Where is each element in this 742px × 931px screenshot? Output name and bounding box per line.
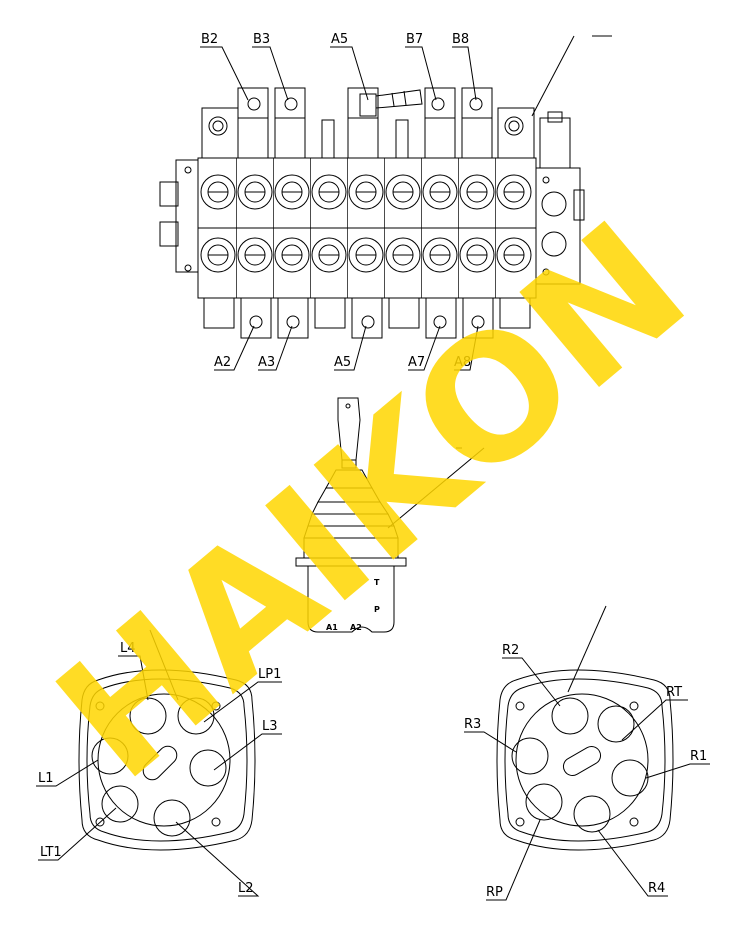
spool-outer xyxy=(422,237,458,273)
valve-bank: B2 B3 A5 B7 B8 A2 A3 A5 A7 A8 xyxy=(159,32,612,371)
port-a2-label: A2 xyxy=(350,623,362,632)
spool-outer xyxy=(385,237,421,273)
valve-top-label: A5 xyxy=(331,32,348,47)
watermark-text: HAIKON xyxy=(22,185,722,817)
port-p-label: P xyxy=(374,605,380,614)
spool-outer xyxy=(348,174,384,210)
spool-outer xyxy=(200,237,236,273)
spool-outer xyxy=(496,174,532,210)
right-pad-label: R4 xyxy=(648,881,665,896)
spool-outer xyxy=(311,174,347,210)
left-pad-label: L4 xyxy=(120,641,136,656)
spool-outer xyxy=(459,237,495,273)
spool-outer xyxy=(459,174,495,210)
spool-outer xyxy=(274,174,310,210)
valve-top-label: B2 xyxy=(201,32,218,47)
right-port-pad: R2 RT R3 R1 RP R4 xyxy=(464,605,710,901)
right-pad-label: R3 xyxy=(464,717,481,732)
valve-bottom-label: A2 xyxy=(214,355,231,370)
valve-top-label: B3 xyxy=(253,32,270,47)
left-port-pad: L4 LP1 L3 L1 LT1 L2 xyxy=(36,629,282,897)
spool-outer xyxy=(311,237,347,273)
valve-top-label: B8 xyxy=(452,32,469,47)
left-pad-label: L1 xyxy=(38,771,54,786)
left-pad-label: L2 xyxy=(238,881,254,896)
valve-bottom-label: A3 xyxy=(258,355,275,370)
right-pad-label: R1 xyxy=(690,749,707,764)
valve-bottom-label: A5 xyxy=(334,355,351,370)
left-pad-label: LT1 xyxy=(40,845,62,860)
right-pad-label: RT xyxy=(666,685,682,700)
spool-outer xyxy=(496,237,532,273)
valve-bottom-label: A7 xyxy=(408,355,425,370)
valve-bottom-label: A8 xyxy=(454,355,471,370)
valve-top-label: B7 xyxy=(406,32,423,47)
left-pad-label: LP1 xyxy=(258,667,281,682)
spool-outer xyxy=(385,174,421,210)
right-pad-label: RP xyxy=(486,885,503,900)
spool-outer xyxy=(237,174,273,210)
right-pad-label: R2 xyxy=(502,643,519,658)
joystick: T P A1 A2 xyxy=(295,397,485,633)
spool-outer xyxy=(200,174,236,210)
spool-outer xyxy=(274,237,310,273)
spool-outer xyxy=(237,237,273,273)
spool-outer xyxy=(422,174,458,210)
port-a1-label: A1 xyxy=(326,623,338,632)
left-pad-label: L3 xyxy=(262,719,278,734)
spool-outer xyxy=(348,237,384,273)
port-t-label: T xyxy=(374,578,380,587)
